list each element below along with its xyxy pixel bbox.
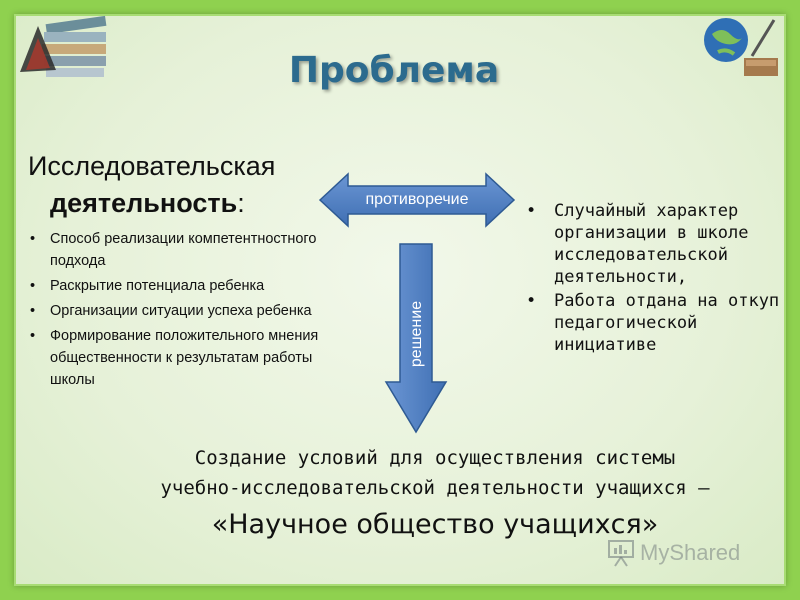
watermark: MyShared bbox=[606, 534, 766, 572]
list-item: Способ реализации компетентностного подх… bbox=[26, 228, 344, 272]
list-item: Формирование положительного мнения общес… bbox=[26, 325, 344, 391]
conclusion-line3: «Научное общество учащихся» bbox=[211, 509, 659, 540]
list-item: Случайный характер организации в школе и… bbox=[522, 200, 794, 288]
conclusion-line1: Создание условий для осуществления систе… bbox=[194, 447, 676, 469]
conclusion-text: Создание условий для осуществления систе… bbox=[0, 443, 800, 547]
list-item: Работа отдана на откуп педагогической ин… bbox=[522, 290, 794, 356]
left-heading-colon: : bbox=[237, 188, 245, 218]
presentation-board-icon bbox=[608, 540, 634, 567]
arrow-label-solution: решение bbox=[408, 301, 425, 367]
conclusion-line2: учебно-исследовательской деятельности уч… bbox=[160, 477, 710, 499]
slide-title: Проблема bbox=[288, 50, 500, 91]
down-arrow-solution: решение bbox=[384, 243, 448, 434]
double-arrow-contradiction: противоречие bbox=[318, 172, 516, 228]
left-heading-line1: Исследовательская bbox=[28, 151, 276, 181]
left-bullet-list: Способ реализации компетентностного подх… bbox=[26, 228, 344, 394]
left-heading: Исследовательская деятельность: bbox=[28, 148, 348, 222]
list-item: Организации ситуации успеха ребенка bbox=[26, 300, 344, 322]
books-icon bbox=[20, 15, 107, 77]
right-bullet-list: Случайный характер организации в школе и… bbox=[522, 200, 794, 358]
left-heading-line2: деятельность: bbox=[28, 185, 348, 222]
list-item: Раскрытие потенциала ребенка bbox=[26, 275, 344, 297]
arrow-label-contradiction: противоречие bbox=[365, 191, 468, 208]
watermark-text: MyShared bbox=[640, 540, 741, 565]
globe-pen-icon bbox=[704, 18, 778, 76]
left-heading-bold: деятельность bbox=[50, 188, 238, 218]
